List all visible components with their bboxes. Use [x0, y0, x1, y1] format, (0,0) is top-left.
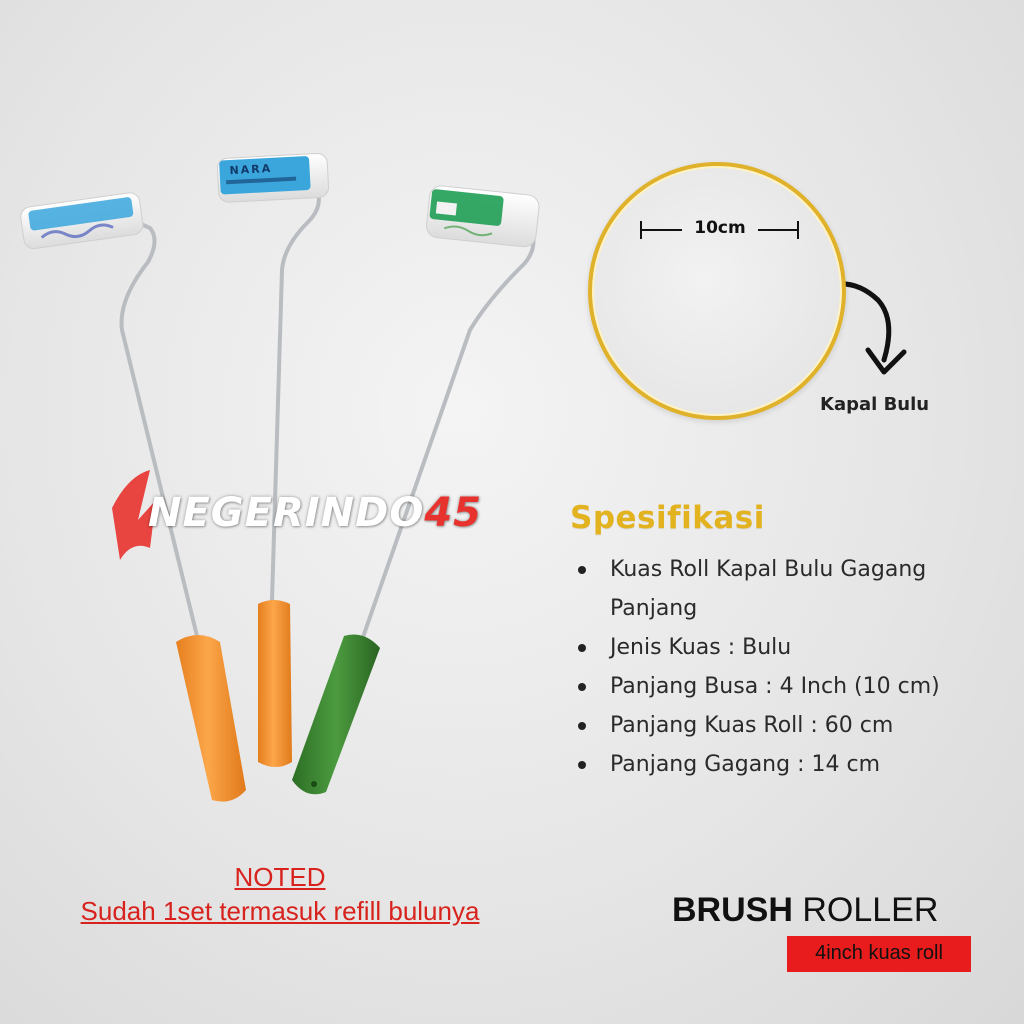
specs-title: Spesifikasi	[570, 500, 765, 536]
noted-note: NOTED Sudah 1set termasuk refill bulunya	[20, 860, 540, 928]
spec-item: Jenis Kuas : Bulu	[570, 628, 1010, 667]
roller-right	[292, 185, 540, 795]
roller-middle: NARA	[216, 153, 330, 767]
noted-text: Sudah 1set termasuk refill bulunya	[80, 896, 480, 926]
brand-subtitle: 4inch kuas roll	[815, 942, 943, 964]
noted-title: NOTED	[234, 862, 326, 892]
specs-section: Spesifikasi Kuas Roll Kapal Bulu Gagang …	[570, 500, 1010, 784]
spec-item: Panjang Kuas Roll : 60 cm	[570, 706, 1010, 745]
zoom-circle	[588, 162, 846, 420]
specs-list: Kuas Roll Kapal Bulu Gagang Panjang Jeni…	[570, 550, 1010, 784]
dimension-text: 10cm	[694, 218, 746, 238]
roller-label: NARA	[229, 162, 272, 177]
watermark: NEGERINDO45	[108, 460, 481, 570]
roller-left	[20, 192, 246, 802]
spec-item: Panjang Busa : 4 Inch (10 cm)	[570, 667, 1010, 706]
callout-label: Kapal Bulu	[820, 394, 930, 415]
brand-block: BRUSH ROLLER 4inch kuas roll	[672, 890, 992, 972]
watermark-text: NEGERINDO45	[148, 490, 482, 536]
dimension-marker: 10cm	[640, 216, 800, 246]
brand-title: BRUSH ROLLER	[672, 891, 939, 929]
spec-item: Kuas Roll Kapal Bulu Gagang Panjang	[570, 550, 1010, 628]
brand-subtitle-box: 4inch kuas roll	[787, 936, 971, 972]
spec-item: Panjang Gagang : 14 cm	[570, 745, 1010, 784]
